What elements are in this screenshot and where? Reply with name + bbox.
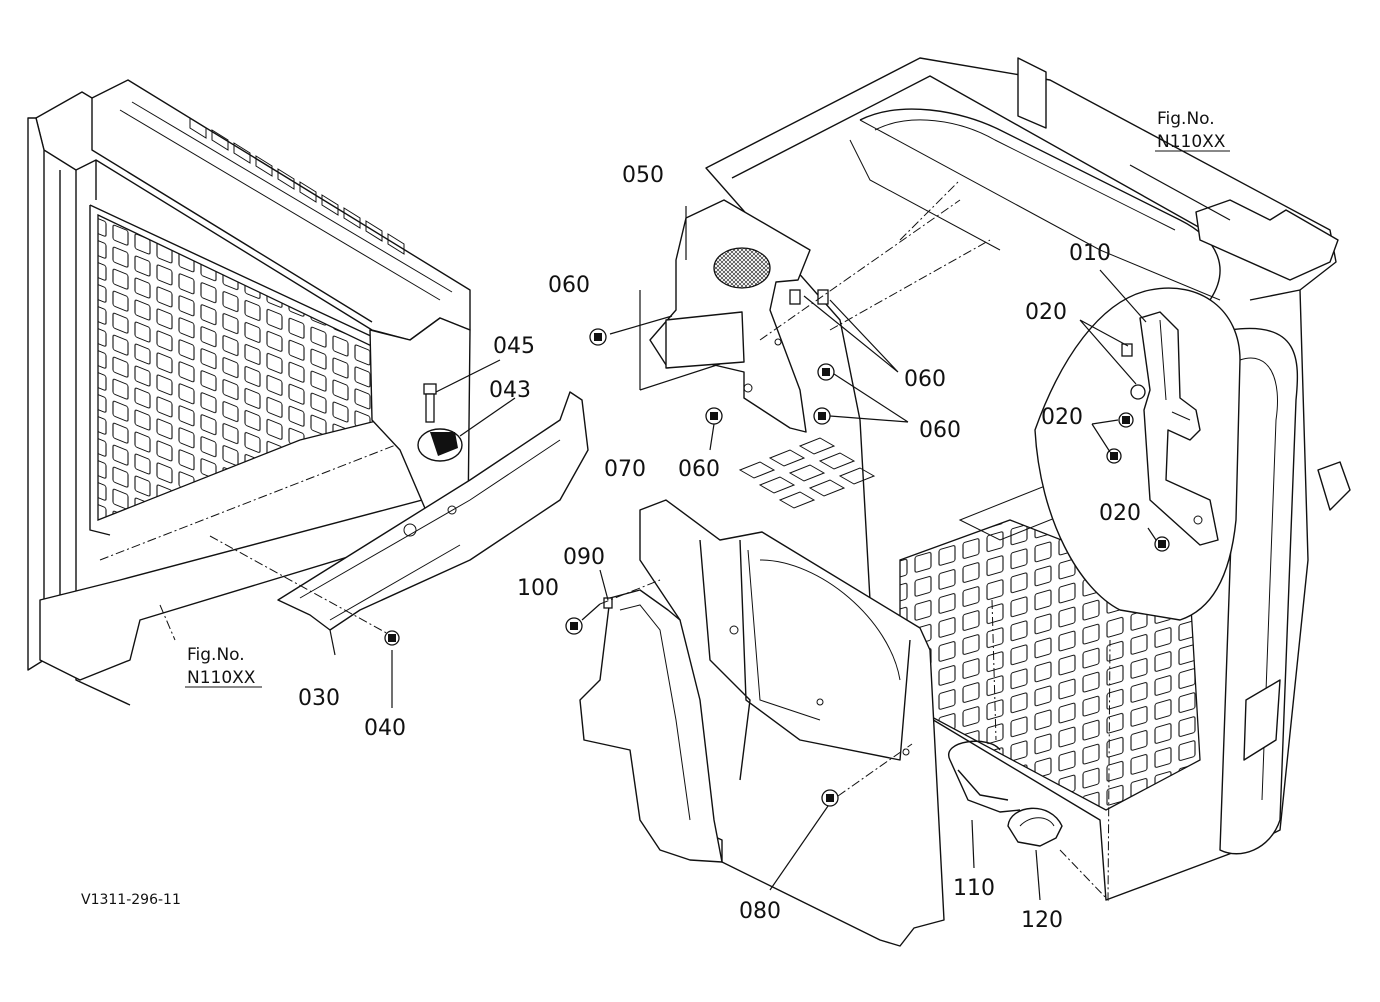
right-leaders bbox=[581, 164, 1231, 902]
part-label-100: 100 bbox=[517, 576, 559, 601]
right-cab-body bbox=[705, 57, 1351, 901]
figure-ref-label: Fig.No. bbox=[1157, 109, 1215, 129]
part-labels: 010 020 020 020 030 040 043 045 050 060 … bbox=[298, 163, 1141, 933]
part-label-090: 090 bbox=[563, 545, 605, 570]
part-label-040: 040 bbox=[364, 716, 406, 741]
part-label-030: 030 bbox=[298, 686, 340, 711]
figure-ref-left: Fig.No. N110XX bbox=[185, 645, 262, 688]
bolt-060-a bbox=[589, 328, 607, 346]
part-030-trim bbox=[277, 391, 589, 631]
part-label-060: 060 bbox=[678, 457, 720, 482]
part-050-speaker-bracket bbox=[649, 199, 811, 433]
part-label-020: 020 bbox=[1041, 405, 1083, 430]
bolt-060-e bbox=[705, 407, 723, 425]
bolt-020-c bbox=[1118, 412, 1134, 428]
part-label-010: 010 bbox=[1069, 241, 1111, 266]
figure-ref-code: N110XX bbox=[187, 668, 256, 688]
part-010-bracket bbox=[1139, 311, 1219, 546]
part-label-080: 080 bbox=[739, 899, 781, 924]
drawing-id: V1311-296-11 bbox=[81, 892, 181, 908]
part-043-knob bbox=[417, 428, 463, 462]
part-040-bolt bbox=[384, 630, 400, 646]
left-cab-frame bbox=[27, 79, 471, 706]
bolt-020-d bbox=[1106, 448, 1122, 464]
part-label-060: 060 bbox=[919, 418, 961, 443]
left-mesh-grid bbox=[97, 213, 381, 521]
part-label-050: 050 bbox=[622, 163, 664, 188]
part-label-020: 020 bbox=[1025, 300, 1067, 325]
bolt-020-b bbox=[1130, 384, 1146, 400]
figure-ref-code: N110XX bbox=[1157, 132, 1226, 152]
part-label-060: 060 bbox=[548, 273, 590, 298]
figure-ref-right: Fig.No. N110XX bbox=[1155, 109, 1230, 152]
bolt-020-e bbox=[1154, 536, 1170, 552]
part-label-110: 110 bbox=[953, 876, 995, 901]
part-060-bolts bbox=[589, 289, 835, 425]
part-label-060: 060 bbox=[904, 367, 946, 392]
figure-ref-label: Fig.No. bbox=[187, 645, 245, 665]
part-070-rear-panel bbox=[579, 499, 945, 947]
roof-slots bbox=[189, 117, 405, 255]
part-045-bolt bbox=[423, 383, 437, 423]
bolt-060-c bbox=[817, 363, 835, 381]
part-label-120: 120 bbox=[1021, 908, 1063, 933]
floor-vents bbox=[738, 437, 876, 509]
part-110-clip bbox=[948, 740, 1021, 813]
part-label-045: 045 bbox=[493, 334, 535, 359]
left-leaders bbox=[159, 359, 516, 708]
part-080-bolt bbox=[821, 789, 839, 807]
bolt-060-d bbox=[813, 407, 831, 425]
bolt-060-b bbox=[789, 289, 829, 305]
part-label-070: 070 bbox=[604, 457, 646, 482]
part-120-lamp bbox=[1007, 807, 1063, 847]
part-label-020: 020 bbox=[1099, 501, 1141, 526]
part-label-043: 043 bbox=[489, 378, 531, 403]
part-100-bolt bbox=[565, 617, 583, 635]
speaker-grille bbox=[713, 247, 771, 289]
bolt-020-a bbox=[1121, 343, 1133, 357]
part-020-bolts bbox=[1106, 343, 1170, 552]
